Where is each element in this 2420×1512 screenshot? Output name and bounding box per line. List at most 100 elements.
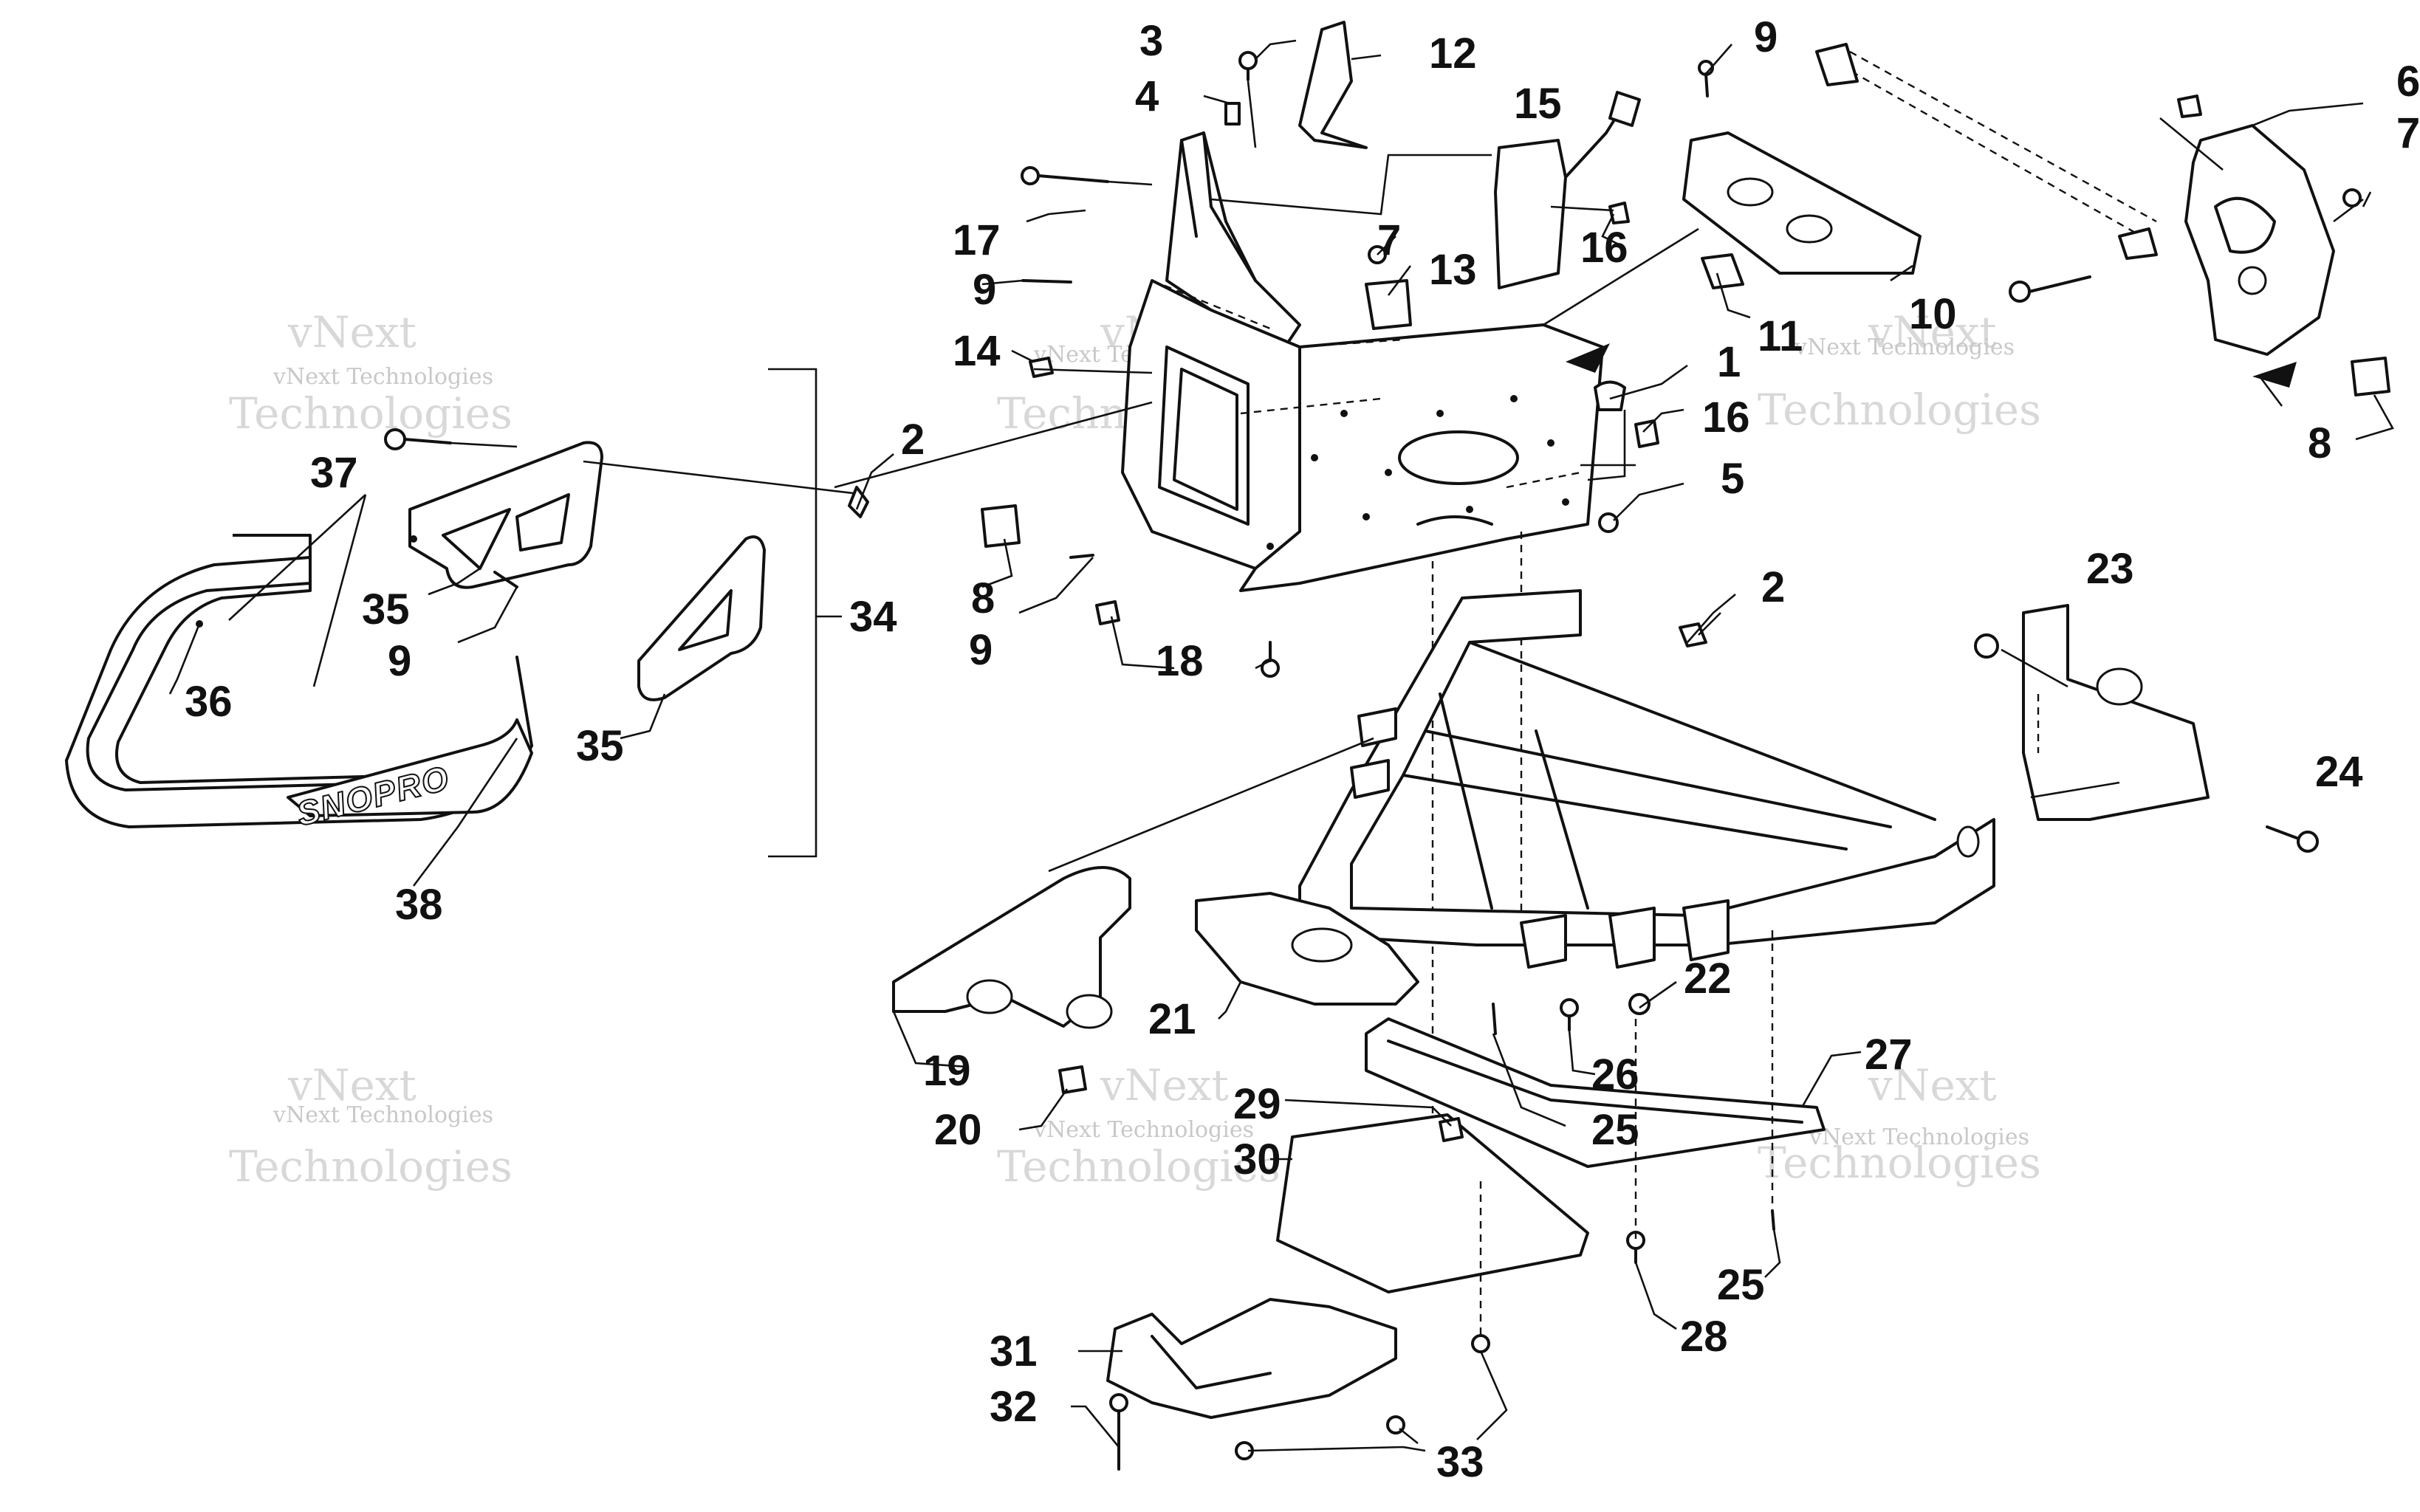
callout-24: 24 bbox=[2315, 748, 2363, 796]
bolt-24 bbox=[2266, 825, 2319, 853]
bolt-22 bbox=[1628, 993, 1651, 1015]
clip-13 bbox=[1365, 279, 1412, 330]
bracket-34 bbox=[768, 368, 817, 858]
callout-8: 8 bbox=[971, 574, 995, 622]
callout-35-bottom: 35 bbox=[576, 722, 624, 770]
callout-7: 7 bbox=[1377, 216, 1401, 264]
chassis-tab bbox=[1350, 759, 1390, 799]
callout-16-top: 16 bbox=[1580, 224, 1628, 272]
bumper-bracket-lower bbox=[637, 535, 766, 701]
callout-22: 22 bbox=[1684, 955, 1732, 1003]
bracket-cutout bbox=[442, 508, 511, 570]
support-boss bbox=[2214, 196, 2276, 254]
frame-hole bbox=[1956, 825, 1980, 858]
bumper-decal bbox=[287, 718, 533, 817]
rivet-25-lower bbox=[1771, 1209, 1775, 1231]
watermark-company: vNext Technologies bbox=[1794, 334, 2015, 360]
chassis-tab bbox=[1682, 899, 1730, 961]
rivet-25 bbox=[1492, 1003, 1497, 1035]
callout-1: 1 bbox=[1717, 338, 1741, 386]
suspension-arm-19 bbox=[892, 866, 1131, 1028]
callout-10: 10 bbox=[1909, 290, 1957, 338]
bolt-17 bbox=[1021, 166, 1109, 185]
plate-hole bbox=[1727, 177, 1774, 207]
lower-plates-assembly bbox=[1106, 1113, 1589, 1471]
callout-26: 26 bbox=[1591, 1051, 1639, 1099]
watermark-word: vNext bbox=[287, 1060, 417, 1110]
chassis-tab bbox=[1608, 907, 1656, 969]
bolt-steering bbox=[2009, 275, 2091, 303]
arm-bushing bbox=[966, 979, 1013, 1014]
screw-33-c bbox=[1471, 1334, 1490, 1353]
callout-31: 31 bbox=[990, 1327, 1038, 1375]
guard-edge bbox=[1151, 1335, 1272, 1389]
bumper-8 bbox=[981, 504, 1021, 548]
callout-25-lower: 25 bbox=[1717, 1261, 1765, 1309]
chassis-tab bbox=[1520, 914, 1567, 969]
rivet-9 bbox=[493, 571, 518, 588]
callout-13: 13 bbox=[1429, 246, 1477, 294]
callout-27: 27 bbox=[1865, 1031, 1913, 1079]
bumper-tube-edge bbox=[65, 556, 312, 762]
callout-6: 6 bbox=[2396, 58, 2420, 106]
nut-6 bbox=[2177, 94, 2202, 118]
arm-bushing bbox=[1066, 994, 1113, 1029]
skid-guard-31 bbox=[1106, 1298, 1397, 1419]
shield-plate-30 bbox=[1276, 1113, 1589, 1293]
watermark-word: vNext bbox=[1868, 1060, 1997, 1110]
watermark-company: vNext Technologies bbox=[272, 364, 493, 390]
chassis-front-frame bbox=[1298, 589, 1995, 946]
module-connector bbox=[1608, 91, 1641, 127]
callout-9-left: 9 bbox=[973, 266, 996, 314]
watermark-word: Technologies bbox=[1758, 385, 2041, 435]
skid-edge bbox=[1387, 1040, 1803, 1124]
callout-37: 37 bbox=[310, 449, 358, 497]
nut-20 bbox=[1058, 1065, 1087, 1094]
nut-4 bbox=[1224, 102, 1241, 126]
callout-leaders bbox=[168, 39, 2394, 1452]
callout-labels: 3 4 12 15 9 6 7 17 9 7 13 16 10 11 14 1 … bbox=[185, 13, 2420, 1486]
watermark-group-4: vNext vNext Technologies Technologies bbox=[229, 1060, 513, 1192]
watermark-word: Technologies bbox=[229, 388, 513, 439]
callout-3: 3 bbox=[1139, 17, 1163, 65]
callout-21: 21 bbox=[1148, 995, 1196, 1043]
callout-23: 23 bbox=[2086, 545, 2134, 593]
watermark-company: vNext Technologies bbox=[272, 1102, 493, 1128]
shaft-end bbox=[1815, 43, 1859, 86]
rivet-9-top bbox=[1021, 279, 1072, 284]
callout-5: 5 bbox=[1721, 455, 1744, 503]
watermark-group-5: vNext vNext Technologies Technologies bbox=[997, 1060, 1281, 1192]
watermark-word: Technologies bbox=[229, 1141, 513, 1192]
callout-4: 4 bbox=[1135, 72, 1159, 120]
watermark-company: vNext Technologies bbox=[1809, 1124, 2029, 1150]
bumper-8-right bbox=[2351, 357, 2390, 396]
bolt-5 bbox=[1598, 512, 1619, 533]
housing-window-inner bbox=[1173, 368, 1238, 511]
watermark-word: vNext bbox=[1100, 1060, 1229, 1110]
plate-hole bbox=[1786, 214, 1833, 244]
windshield-bracket-12 bbox=[1298, 21, 1368, 149]
shaft-collar bbox=[2118, 227, 2158, 260]
housing-arch bbox=[1416, 515, 1493, 526]
bracket-hole bbox=[410, 535, 417, 543]
callout-7-right: 7 bbox=[2396, 109, 2420, 157]
side-bracket-23 bbox=[2022, 604, 2210, 821]
housing-front-wall bbox=[1165, 131, 1301, 348]
bracket-hole bbox=[2096, 667, 2143, 706]
grommet-1 bbox=[1594, 380, 1626, 411]
callout-20: 20 bbox=[934, 1106, 982, 1154]
callout-8-right: 8 bbox=[2308, 419, 2331, 467]
callout-29: 29 bbox=[1233, 1080, 1281, 1128]
housing-holes bbox=[1266, 395, 1569, 550]
callout-33: 33 bbox=[1436, 1438, 1484, 1486]
nut-18 bbox=[1095, 600, 1120, 625]
callout-32: 32 bbox=[990, 1383, 1038, 1431]
callout-30: 30 bbox=[1233, 1135, 1281, 1183]
callout-15: 15 bbox=[1514, 80, 1562, 128]
bumper-assembly: SNOPRO bbox=[65, 368, 869, 858]
watermark-company: vNext Technologies bbox=[1033, 1117, 1254, 1143]
callout-2-mid: 2 bbox=[1761, 563, 1785, 611]
callout-16: 16 bbox=[1702, 394, 1750, 441]
nut-23 bbox=[1974, 633, 1999, 659]
